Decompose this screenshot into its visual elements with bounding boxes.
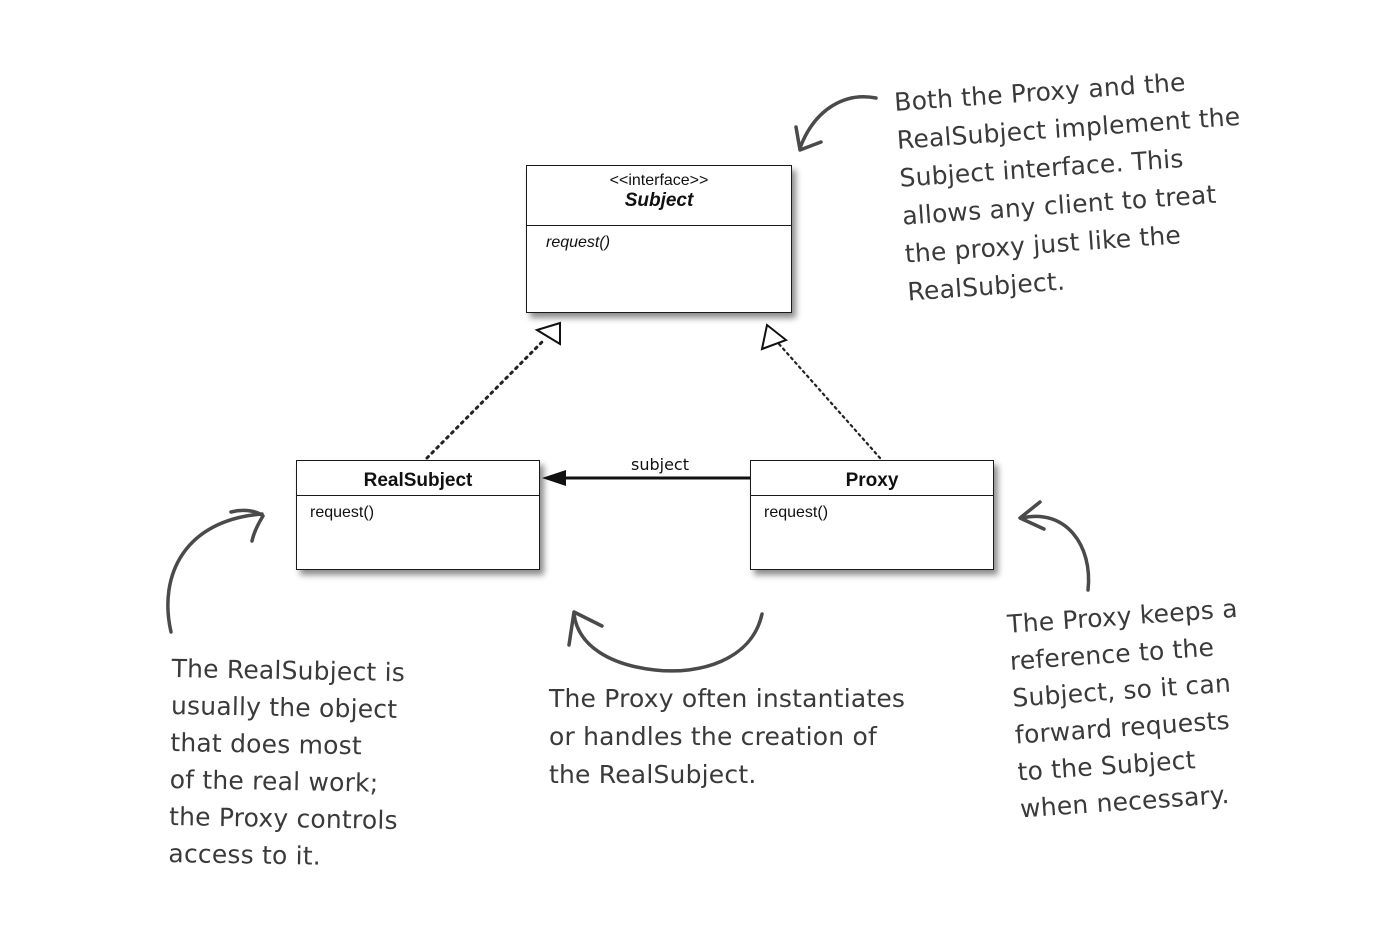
realsubject-header: RealSubject xyxy=(297,461,539,496)
note-bottom-center: The Proxy often instantiates or handles … xyxy=(549,680,905,794)
association-arrowhead xyxy=(542,470,566,486)
note-bottom-left-line: of the real work; xyxy=(169,764,379,798)
proxy-class-name: Proxy xyxy=(845,470,899,491)
subject-stereotype: <<interface>> xyxy=(609,172,709,189)
proxy-class-box: Proxy request() xyxy=(750,460,994,570)
subject-interface-box: <<interface>> Subject request() xyxy=(526,165,792,313)
note-bottom-center-line: the RealSubject. xyxy=(549,760,757,789)
realsubject-class-box: RealSubject request() xyxy=(296,460,540,570)
proxy-header: Proxy xyxy=(751,461,993,496)
association-label: subject xyxy=(631,455,689,474)
note-bottom-left: The RealSubject is usually the object th… xyxy=(168,650,405,876)
proxy-method: request() xyxy=(764,504,829,521)
realization-arrowhead-realsubject xyxy=(534,321,561,346)
note-bottom-right: The Proxy keeps a reference to the Subje… xyxy=(1006,590,1252,828)
sketch-arrow-bottom-center xyxy=(567,610,764,673)
note-bottom-center-line: The Proxy often instantiates xyxy=(549,684,906,713)
note-top-right: Both the Proxy and the RealSubject imple… xyxy=(893,60,1252,311)
subject-method: request() xyxy=(546,234,611,251)
realization-arrowhead-proxy xyxy=(760,323,789,351)
realization-line-proxy xyxy=(777,342,882,460)
note-bottom-left-line: the Proxy controls xyxy=(168,801,398,835)
subject-header: <<interface>> Subject xyxy=(527,166,791,226)
note-bottom-left-line: usually the object xyxy=(170,690,398,724)
sketch-arrow-bottom-right xyxy=(1018,500,1091,592)
sketch-arrow-top-right xyxy=(794,95,878,152)
note-bottom-left-line: that does most xyxy=(170,727,363,761)
note-bottom-left-line: access to it. xyxy=(168,838,322,871)
realization-line-realsubject xyxy=(425,339,545,460)
realsubject-class-name: RealSubject xyxy=(363,470,473,491)
sketch-arrow-bottom-left xyxy=(166,508,265,634)
realsubject-method: request() xyxy=(310,504,375,521)
subject-class-name: Subject xyxy=(624,190,694,211)
note-bottom-left-line: The RealSubject is xyxy=(171,653,406,688)
note-bottom-center-line: or handles the creation of xyxy=(549,722,877,751)
